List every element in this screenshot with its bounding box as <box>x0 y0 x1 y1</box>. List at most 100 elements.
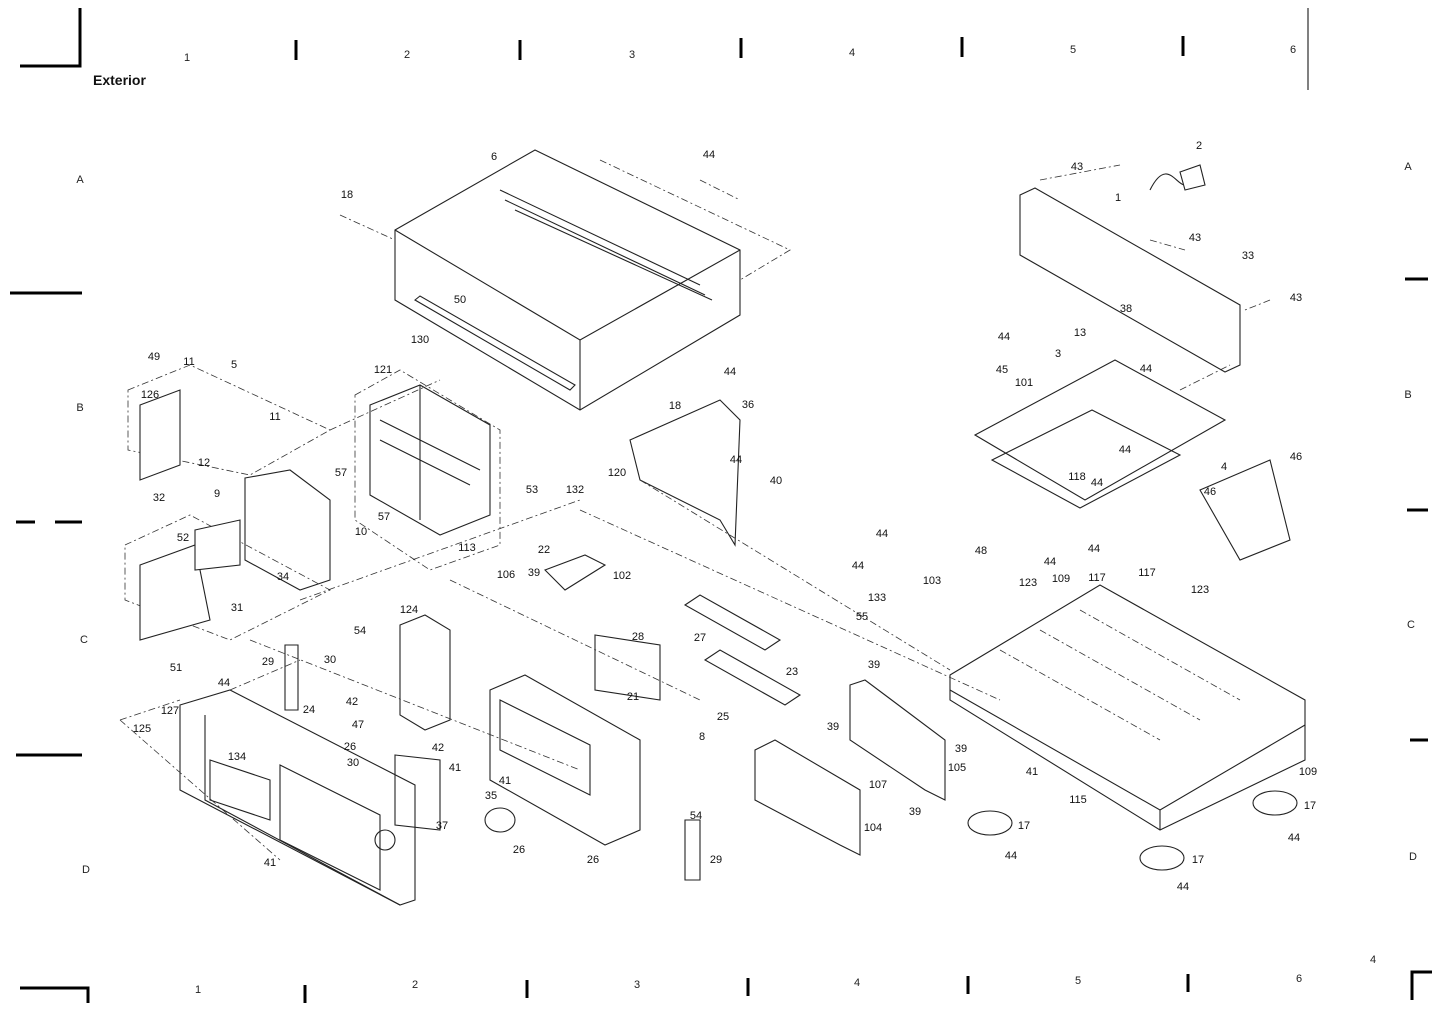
part-number-label: 39 <box>827 721 839 733</box>
part-number-label: 53 <box>526 484 538 496</box>
grid-column-label: 6 <box>1290 44 1296 56</box>
grid-row-label: D <box>82 864 90 876</box>
grid-column-label: 4 <box>849 47 855 59</box>
part-number-label: 123 <box>1191 584 1209 596</box>
part-number-label: 48 <box>975 545 987 557</box>
part-number-label: 49 <box>148 351 160 363</box>
grid-row-label: B <box>76 402 83 414</box>
part-number-label: 44 <box>1088 543 1100 555</box>
part-number-label: 52 <box>177 532 189 544</box>
part-number-label: 40 <box>770 475 782 487</box>
part-number-label: 117 <box>1088 572 1106 584</box>
part-number-label: 25 <box>717 711 729 723</box>
part-number-label: 126 <box>141 389 159 401</box>
part-number-label: 44 <box>852 560 864 572</box>
part-number-label: 54 <box>354 625 366 637</box>
part-number-label: 13 <box>1074 327 1086 339</box>
part-number-label: 132 <box>566 484 584 496</box>
grid-row-label: A <box>76 174 84 186</box>
part-number-label: 123 <box>1019 577 1037 589</box>
part-number-label: 10 <box>355 526 367 538</box>
part-number-label: 130 <box>411 334 429 346</box>
part-number-label: 127 <box>161 705 179 717</box>
part-number-label: 3 <box>1055 348 1061 360</box>
grid-column-label: 3 <box>634 979 640 991</box>
grid-row-label: B <box>1404 389 1411 401</box>
part-number-label: 17 <box>1018 820 1030 832</box>
grid-row-label: D <box>1409 851 1417 863</box>
part-number-label: 12 <box>198 457 210 469</box>
part-number-label: 124 <box>400 604 418 616</box>
part-number-label: 41 <box>499 775 511 787</box>
part-number-label: 44 <box>724 366 736 378</box>
part-number-label: 30 <box>324 654 336 666</box>
part-number-label: 38 <box>1120 303 1132 315</box>
part-number-label: 57 <box>335 467 347 479</box>
part-number-label: 39 <box>528 567 540 579</box>
part-number-label: 9 <box>214 488 220 500</box>
page-title: Exterior <box>93 72 146 88</box>
part-number-label: 18 <box>341 189 353 201</box>
part-number-label: 44 <box>1288 832 1300 844</box>
part-number-label: 50 <box>454 294 466 306</box>
part-number-label: 47 <box>352 719 364 731</box>
part-number-label: 6 <box>491 151 497 163</box>
part-number-label: 105 <box>948 762 966 774</box>
front-panel <box>119 659 416 906</box>
part-number-label: 26 <box>344 741 356 753</box>
part-number-label: 43 <box>1290 292 1302 304</box>
part-number-label: 44 <box>703 149 715 161</box>
part-number-label: 11 <box>183 356 194 368</box>
page-number: 4 <box>1370 954 1376 966</box>
part-number-label: 39 <box>909 806 921 818</box>
grid-column-label: 2 <box>412 979 418 991</box>
part-number-label: 44 <box>998 331 1010 343</box>
part-number-label: 134 <box>228 751 246 763</box>
part-number-label: 115 <box>1069 794 1087 806</box>
grid-column-label: 1 <box>184 52 190 64</box>
part-number-label: 133 <box>868 592 886 604</box>
foot-icons <box>967 790 1298 871</box>
grid-column-label: 3 <box>629 49 635 61</box>
part-number-label: 44 <box>218 677 230 689</box>
part-number-label: 34 <box>277 571 289 583</box>
part-number-label: 26 <box>587 854 599 866</box>
part-number-label: 1 <box>1115 192 1121 204</box>
part-number-label: 118 <box>1068 471 1086 483</box>
part-number-label: 107 <box>869 779 887 791</box>
part-number-label: 102 <box>613 570 631 582</box>
part-number-label: 5 <box>231 359 237 371</box>
part-number-label: 117 <box>1138 567 1156 579</box>
part-number-label: 51 <box>170 662 182 674</box>
part-number-label: 42 <box>346 696 358 708</box>
part-number-label: 33 <box>1242 250 1254 262</box>
part-number-label: 4 <box>1221 461 1227 473</box>
grid-column-label: 4 <box>854 977 860 989</box>
part-number-label: 44 <box>1005 850 1017 862</box>
registration-marks <box>10 8 1432 1003</box>
part-number-label: 57 <box>378 511 390 523</box>
grid-column-label: 2 <box>404 49 410 61</box>
part-number-label: 39 <box>955 743 967 755</box>
part-number-label: 30 <box>347 757 359 769</box>
part-number-label: 103 <box>923 575 941 587</box>
part-number-label: 39 <box>868 659 880 671</box>
part-number-label: 21 <box>627 691 639 703</box>
center-assemblies <box>249 379 1001 881</box>
part-number-label: 26 <box>513 844 525 856</box>
part-number-label: 109 <box>1052 573 1070 585</box>
part-number-label: 41 <box>449 762 461 774</box>
part-number-label: 101 <box>1015 377 1033 389</box>
part-number-label: 44 <box>1140 363 1152 375</box>
rear-panel <box>1019 164 1271 391</box>
part-number-label: 104 <box>864 822 882 834</box>
part-number-label: 41 <box>1026 766 1038 778</box>
part-number-label: 23 <box>786 666 798 678</box>
part-number-label: 42 <box>432 742 444 754</box>
grid-row-label: C <box>80 634 88 646</box>
part-number-label: 44 <box>730 454 742 466</box>
chassis <box>949 584 1306 871</box>
